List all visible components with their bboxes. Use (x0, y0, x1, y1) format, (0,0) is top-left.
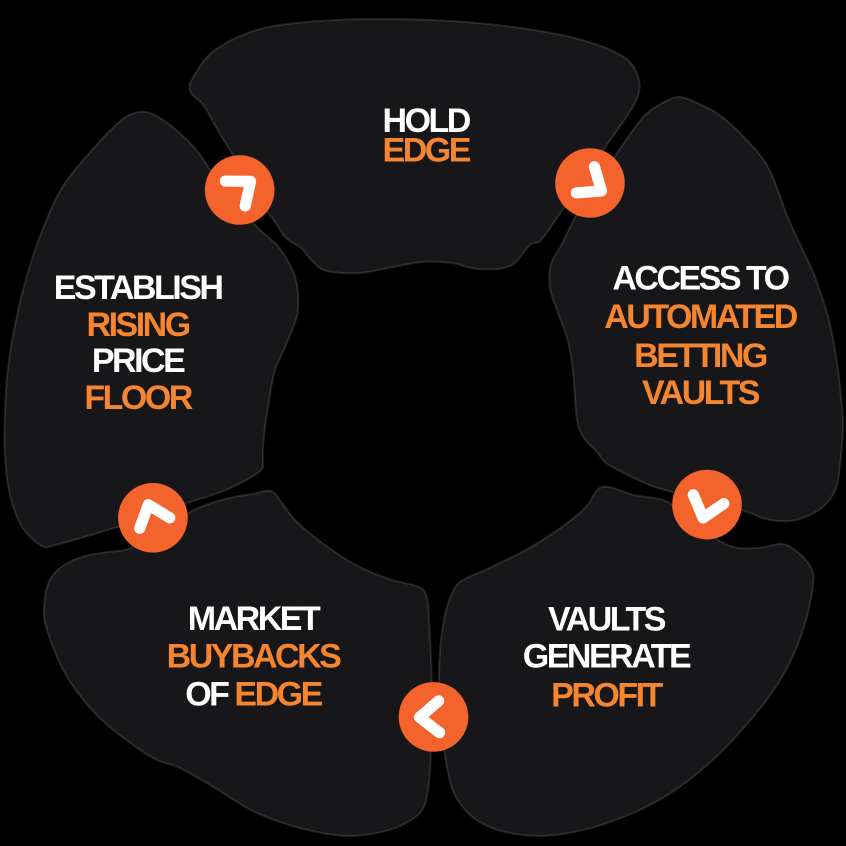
svg-text:HOLD: HOLD (383, 102, 471, 140)
svg-text:ACCESS TO: ACCESS TO (612, 259, 789, 297)
svg-text:MARKET: MARKET (188, 600, 321, 638)
svg-text:AUTOMATED: AUTOMATED (604, 298, 798, 336)
svg-text:VAULTS: VAULTS (548, 600, 666, 638)
svg-text:BUYBACKS: BUYBACKS (167, 638, 342, 676)
svg-text:PRICE: PRICE (92, 342, 185, 380)
svg-text:BETTING: BETTING (634, 337, 767, 375)
svg-text:ESTABLISH: ESTABLISH (54, 269, 223, 307)
svg-text:EDGE: EDGE (383, 131, 471, 169)
svg-text:PROFIT: PROFIT (551, 677, 663, 715)
svg-text:GENERATE: GENERATE (523, 638, 691, 676)
svg-text:OF EDGE: OF EDGE (185, 675, 322, 713)
svg-text:RISING: RISING (87, 306, 190, 344)
svg-text:FLOOR: FLOOR (84, 379, 192, 417)
svg-text:VAULTS: VAULTS (642, 374, 760, 412)
